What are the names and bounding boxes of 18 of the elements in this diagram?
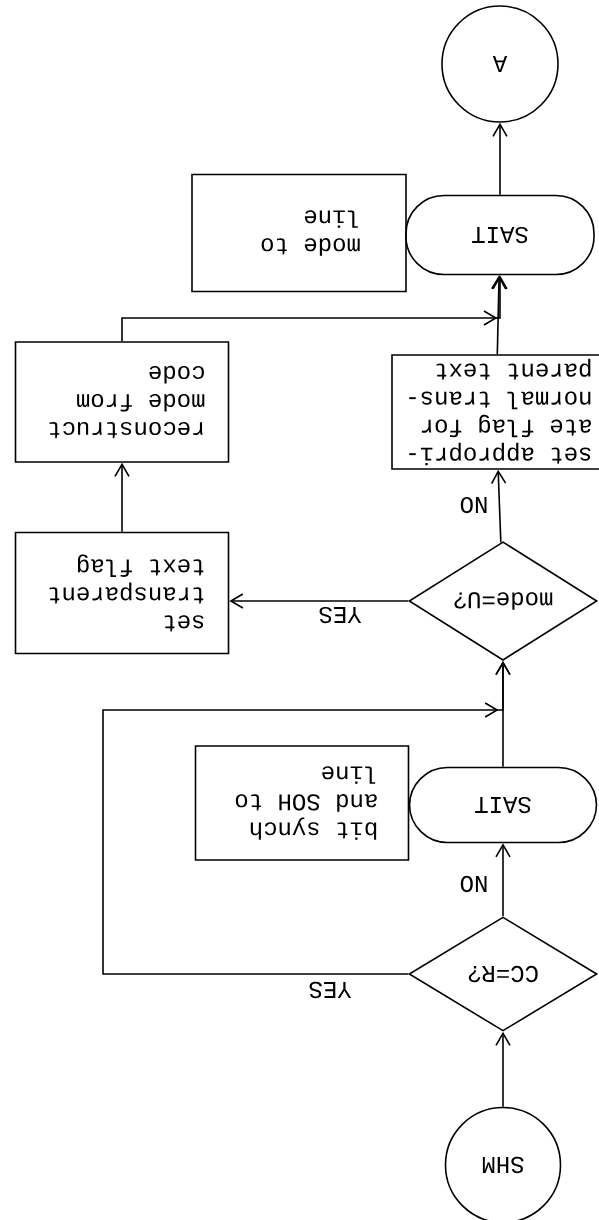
edge-label: YES — [316, 604, 364, 626]
arrow — [121, 275, 508, 342]
arrow — [229, 593, 409, 609]
process-box: bit synch and SOH to line — [194, 745, 410, 861]
arrow — [490, 275, 507, 355]
edge-label: NO — [457, 873, 491, 895]
arrow — [114, 462, 130, 533]
arrow — [490, 469, 507, 544]
arrow — [495, 661, 511, 768]
arrow — [495, 1031, 511, 1108]
arrow — [495, 843, 511, 917]
process-box: set transparent text flag — [14, 531, 230, 655]
edge-label: YES — [306, 979, 354, 1001]
process-box: mode to line — [191, 173, 407, 293]
process-box: set appropri- ate flag for normal trans- parent text — [391, 354, 599, 470]
process-box: reconstruct mode from code — [14, 341, 230, 463]
edge-label: NO — [457, 494, 491, 516]
arrow — [492, 122, 508, 196]
